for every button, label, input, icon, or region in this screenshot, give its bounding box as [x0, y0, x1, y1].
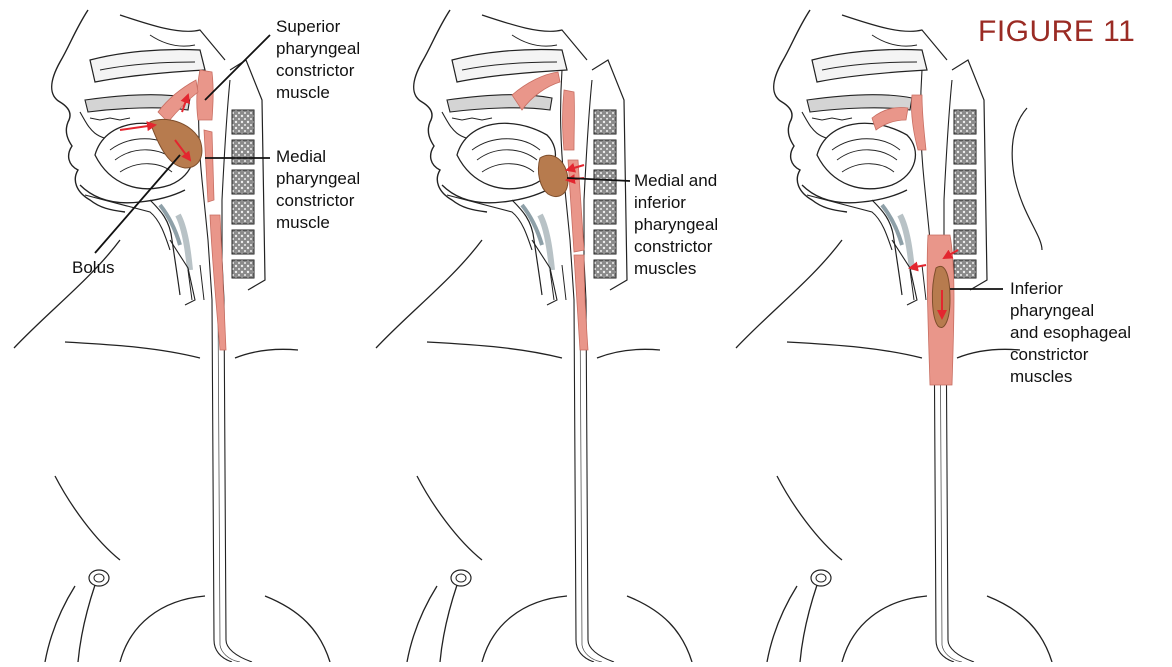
- medial-inferior-constrictor-muscle: [567, 159, 585, 253]
- leader-superior: [204, 34, 271, 101]
- label-bolus: Bolus: [72, 257, 115, 279]
- soft-palate-muscle: [157, 79, 199, 123]
- label-line: constrictor: [634, 237, 713, 256]
- palate-up-arrow: [180, 93, 191, 113]
- label-medial-inferior-pharyngeal-constrictors: Medial and inferior pharyngeal constrict…: [634, 170, 718, 280]
- figure-title: FIGURE 11: [978, 15, 1136, 48]
- label-line: muscle: [276, 213, 330, 232]
- leader-bolus: [94, 154, 181, 254]
- label-line: muscles: [1010, 367, 1073, 386]
- bolus-down-arrow: [174, 139, 192, 162]
- squeeze-arrow-left: [908, 261, 927, 272]
- label-inferior-esophageal-constrictors: Inferior pharyngeal and esophageal const…: [1010, 278, 1131, 388]
- panel-1-oral-phase: [14, 10, 330, 662]
- label-line: muscles: [634, 259, 697, 278]
- label-superior-pharyngeal-constrictor: Superior pharyngeal constrictor muscle: [276, 16, 360, 104]
- label-medial-pharyngeal-constrictor: Medial pharyngeal constrictor muscle: [276, 146, 360, 234]
- panel-3-esophageal-phase: [736, 10, 1052, 662]
- label-line: Bolus: [72, 258, 115, 277]
- superior-constrictor-muscle: [562, 89, 575, 151]
- label-line: Medial: [276, 147, 327, 166]
- label-line: Superior: [276, 17, 341, 36]
- label-line: pharyngeal: [634, 215, 719, 234]
- label-line: muscle: [276, 83, 330, 102]
- soft-palate-raised-muscle: [511, 71, 561, 111]
- label-line: pharyngeal: [276, 169, 361, 188]
- medial-constrictor-muscle: [203, 129, 215, 203]
- esophagus-muscle: [209, 214, 227, 351]
- label-line: constrictor: [276, 191, 355, 210]
- bolus: [537, 154, 569, 197]
- soft-palate-muscle: [871, 107, 909, 131]
- label-line: constrictor: [1010, 345, 1089, 364]
- superior-constrictor-muscle: [911, 94, 927, 151]
- leader-medial-inferior: [566, 177, 631, 182]
- label-line: inferior: [634, 193, 686, 212]
- esophagus-muscle: [573, 254, 589, 351]
- face-outline-right: [1011, 107, 1043, 251]
- label-line: pharyngeal: [1010, 301, 1095, 320]
- label-line: Inferior: [1010, 279, 1063, 298]
- squeeze-arrow-1: [565, 162, 585, 173]
- squeeze-arrow-right: [942, 249, 959, 259]
- label-line: and esophageal: [1010, 323, 1132, 342]
- label-line: Medial and: [634, 171, 718, 190]
- label-line: pharyngeal: [276, 39, 361, 58]
- label-line: constrictor: [276, 61, 355, 80]
- tongue-push-arrow: [119, 121, 157, 132]
- panel-2-pharyngeal-phase: [376, 10, 692, 662]
